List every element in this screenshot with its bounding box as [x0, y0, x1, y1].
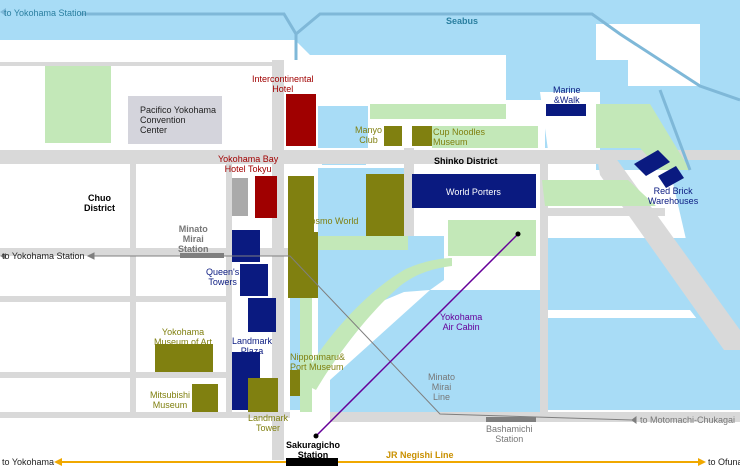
- park-area: [45, 66, 690, 412]
- cup-noodles-label[interactable]: Cup Noodles Museum: [433, 127, 486, 147]
- air-cabin-label: Yokohama Air Cabin: [440, 312, 483, 332]
- air-cabin-line: [313, 231, 521, 439]
- motomachi-route-label: to Motomachi-Chukagai: [640, 415, 736, 425]
- marine-walk-label[interactable]: Marine &Walk: [553, 85, 581, 105]
- jr-negishi-line-label: JR Negishi Line: [386, 450, 454, 460]
- shinko-district-label: Shinko District: [434, 156, 498, 166]
- sakuragicho-station-label[interactable]: Sakuragicho Station: [286, 440, 341, 460]
- top-route-label: to Yokohama Station: [4, 8, 87, 18]
- seabus-label: Seabus: [446, 16, 479, 26]
- landmark-plaza-label[interactable]: Landmark Plaza: [232, 336, 273, 356]
- buildings: [128, 94, 684, 412]
- bashamichi-station-label[interactable]: Bashamichi Station: [486, 424, 533, 444]
- minato-mirai-line: [86, 252, 637, 424]
- pacifico-label[interactable]: Pacifico Yokohama Convention Center: [140, 105, 217, 135]
- queens-towers-label[interactable]: Queen's Towers: [206, 267, 240, 287]
- bottom-right-route-label: to Ofuna: [708, 457, 740, 467]
- west-route-arrow: [0, 253, 6, 259]
- jr-negishi-line: [54, 458, 706, 466]
- bottom-left-route-label: to Yokohama: [2, 457, 55, 467]
- intercontinental-label[interactable]: Intercontinental Hotel: [252, 74, 314, 94]
- bay-hotel-tokyu-label[interactable]: Yokohama Bay Hotel Tokyu: [218, 154, 279, 174]
- museum-of-art-label[interactable]: Yokohama Museum of Art: [154, 327, 213, 347]
- west-route-label: to Yokohama Station: [2, 251, 85, 261]
- top-route-arrow: [0, 8, 6, 16]
- nipponmaru-label[interactable]: Nipponmaru& Port Museum: [290, 352, 346, 372]
- cosmo-world-label[interactable]: Cosmo World: [304, 216, 359, 226]
- minato-mirai-station-label[interactable]: Minato Mirai Station: [178, 224, 209, 254]
- minato-mirai-line-label: Minato Mirai Line: [428, 372, 456, 402]
- world-porters-label[interactable]: World Porters: [446, 187, 501, 197]
- red-brick-label[interactable]: Red Brick Warehouses: [648, 186, 699, 206]
- mitsubishi-museum-label[interactable]: Mitsubishi Museum: [150, 390, 191, 410]
- seabus-route: [80, 12, 740, 171]
- landmark-tower-label[interactable]: Landmark Tower: [248, 413, 289, 433]
- manyo-club-label[interactable]: Manyo Club: [355, 125, 383, 145]
- chuo-district-label: Chuo District: [84, 193, 116, 213]
- canal: [290, 210, 300, 410]
